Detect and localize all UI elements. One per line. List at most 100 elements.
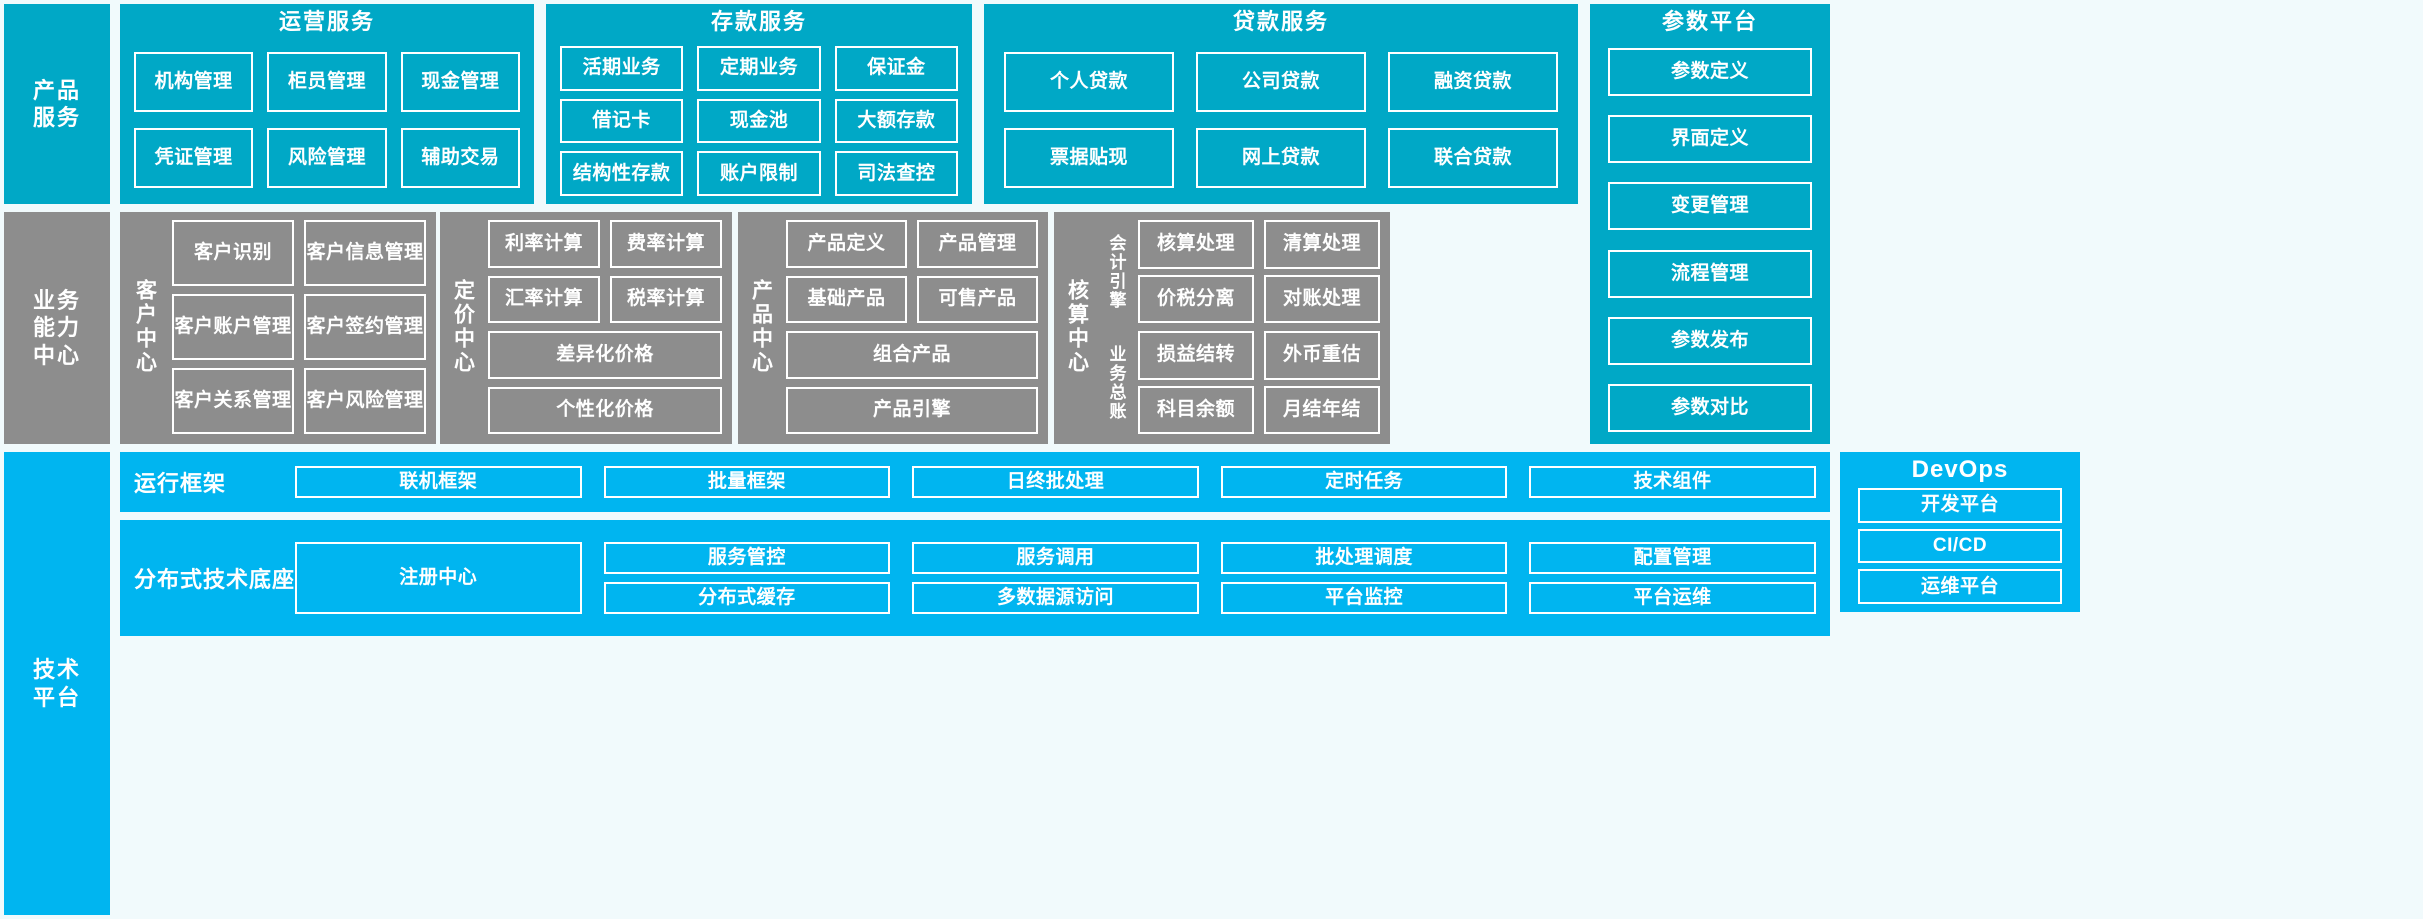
layer-label-line: 产品 [32,77,81,103]
service-tile[interactable]: 个人贷款 [1004,52,1174,112]
capability-tile[interactable]: 组合产品 [786,331,1038,379]
parameter-tile[interactable]: 参数定义 [1608,48,1812,96]
service-tile[interactable]: 现金管理 [400,52,520,112]
capability-tile[interactable]: 月结年结 [1264,385,1380,434]
capability-tile[interactable]: 科目余额 [1138,385,1254,434]
devops-tile[interactable]: 开发平台 [1858,488,2062,523]
tech-tile[interactable]: 平台运维 [1529,582,1816,614]
capability-tile[interactable]: 外币重估 [1264,331,1380,380]
center-label-product: 产品中心 [749,279,773,375]
service-tile[interactable]: 账户限制 [697,151,821,196]
customer-center-grid: 客户识别 客户信息管理 客户账户管理 客户签约管理 客户关系管理 客户风险管理 [172,220,426,434]
capability-tile[interactable]: 产品管理 [917,220,1038,268]
service-tile[interactable]: 网上贷款 [1196,128,1366,188]
panel-title-operation-services: 运营服务 [278,9,375,34]
distributed-tech-base-items: 注册中心 服务管控 分布式缓存 服务调用 多数据源访问 批处理调度 平台监控 配… [295,542,1830,614]
center-accounting: 核算中心 会计引擎 核算处理 清算处理 价税分离 对账处理 [1054,212,1390,444]
capability-tile[interactable]: 对账处理 [1264,274,1380,323]
capability-tile[interactable]: 基础产品 [786,275,907,323]
layer-label-business-capability: 业务 能力 中心 [4,212,110,444]
deposit-services-grid: 活期业务 定期业务 保证金 借记卡 现金池 大额存款 结构性存款 账户限制 司法… [546,46,972,196]
layer-label-product-services: 产品 服务 [4,4,110,204]
tech-tile[interactable]: 多数据源访问 [912,582,1199,614]
tech-tile[interactable]: 批量框架 [603,466,891,498]
service-tile[interactable]: 大额存款 [834,98,958,144]
capability-tile[interactable]: 可售产品 [917,275,1038,323]
service-tile[interactable]: 票据贴现 [1004,128,1174,188]
tech-tile[interactable]: 批处理调度 [1220,542,1508,574]
capability-tile[interactable]: 损益结转 [1138,331,1254,380]
row-distributed-tech-base: 分布式技术底座 注册中心 服务管控 分布式缓存 服务调用 多数据源访问 批处理调… [120,520,1830,636]
layer-label-line: 业务 [32,287,81,313]
center-pricing: 定价中心 利率计算 费率计算 汇率计算 税率计算 差异化价格 个性化价格 [440,212,732,444]
tech-tile[interactable]: 分布式缓存 [603,582,891,614]
capability-tile[interactable]: 清算处理 [1264,220,1380,269]
capability-tile[interactable]: 价税分离 [1138,274,1254,323]
panel-operation-services: 运营服务 机构管理 柜员管理 现金管理 凭证管理 风险管理 辅助交易 [120,4,534,204]
row-label-runtime-framework: 运行框架 [134,471,227,496]
service-tile[interactable]: 活期业务 [560,46,684,91]
capability-tile[interactable]: 汇率计算 [488,275,600,323]
parameter-tile[interactable]: 界面定义 [1608,115,1812,164]
capability-tile[interactable]: 差异化价格 [488,331,722,379]
tech-tile[interactable]: 联机框架 [295,466,582,498]
panel-title-devops: DevOps [1911,456,2009,483]
service-tile[interactable]: 结构性存款 [560,151,684,196]
service-tile[interactable]: 定期业务 [697,46,821,91]
pricing-center-grid: 利率计算 费率计算 汇率计算 税率计算 差异化价格 个性化价格 [488,220,722,434]
service-tile[interactable]: 现金池 [697,98,821,144]
service-tile[interactable]: 柜员管理 [267,52,387,112]
capability-tile[interactable]: 客户识别 [172,220,294,286]
service-tile[interactable]: 公司贷款 [1196,52,1366,112]
service-tile[interactable]: 融资贷款 [1388,52,1558,112]
panel-loan-services: 贷款服务 个人贷款 公司贷款 融资贷款 票据贴现 网上贷款 联合贷款 [984,4,1578,204]
parameter-tile[interactable]: 参数发布 [1608,316,1812,365]
capability-tile[interactable]: 客户风险管理 [304,368,426,434]
devops-tile[interactable]: 运维平台 [1858,569,2062,605]
tech-tile[interactable]: 技术组件 [1529,466,1816,498]
capability-tile[interactable]: 产品定义 [786,220,907,268]
service-tile[interactable]: 机构管理 [134,52,254,112]
capability-tile[interactable]: 客户签约管理 [304,294,426,360]
center-label-accounting: 核算中心 [1065,279,1089,375]
accounting-subsection-engine: 会计引擎 核算处理 清算处理 价税分离 对账处理 [1102,220,1380,323]
layer-label-technical-platform: 技术 平台 [4,452,110,915]
capability-tile[interactable]: 税率计算 [610,275,722,323]
row-label-distributed-tech-base: 分布式技术底座 [134,567,296,592]
parameter-tile[interactable]: 变更管理 [1608,182,1812,231]
tech-tile[interactable]: 平台监控 [1220,582,1508,614]
capability-tile[interactable]: 利率计算 [488,220,600,268]
service-tile[interactable]: 凭证管理 [134,128,254,188]
accounting-subsection-ledger: 业务总账 损益结转 外币重估 科目余额 月结年结 [1102,331,1380,434]
capability-tile[interactable]: 客户信息管理 [304,220,426,286]
tech-tile-registry[interactable]: 注册中心 [295,542,582,614]
service-tile[interactable]: 司法查控 [834,151,958,196]
layer-label-line: 中心 [32,342,81,368]
capability-tile[interactable]: 客户关系管理 [172,368,294,434]
parameter-tile[interactable]: 流程管理 [1608,249,1812,298]
service-tile[interactable]: 风险管理 [267,128,387,188]
center-label-pricing: 定价中心 [451,279,475,375]
runtime-framework-items: 联机框架 批量框架 日终批处理 定时任务 技术组件 [295,466,1830,498]
capability-tile[interactable]: 核算处理 [1138,220,1254,269]
accounting-center-grid: 会计引擎 核算处理 清算处理 价税分离 对账处理 业务总账 [1102,220,1380,434]
tech-tile[interactable]: 日终批处理 [912,466,1199,498]
service-tile[interactable]: 保证金 [834,46,958,91]
row-runtime-framework: 运行框架 联机框架 批量框架 日终批处理 定时任务 技术组件 [120,452,1830,512]
service-tile[interactable]: 联合贷款 [1388,128,1558,188]
tech-tile[interactable]: 定时任务 [1220,466,1508,498]
capability-tile[interactable]: 费率计算 [610,220,722,268]
tech-tile[interactable]: 配置管理 [1529,542,1816,574]
tech-tile[interactable]: 服务调用 [912,542,1199,574]
panel-deposit-services: 存款服务 活期业务 定期业务 保证金 借记卡 现金池 大额存款 结构性存款 账户… [546,4,972,204]
devops-tile[interactable]: CI/CD [1858,528,2062,564]
capability-tile[interactable]: 产品引擎 [786,386,1038,434]
parameter-tile[interactable]: 参数对比 [1608,383,1812,432]
panel-title-loan-services: 贷款服务 [1232,9,1329,34]
service-tile[interactable]: 借记卡 [560,98,684,144]
capability-tile[interactable]: 客户账户管理 [172,294,294,360]
capability-tile[interactable]: 个性化价格 [488,386,722,434]
service-tile[interactable]: 辅助交易 [400,128,520,188]
tech-tile[interactable]: 服务管控 [603,542,891,574]
